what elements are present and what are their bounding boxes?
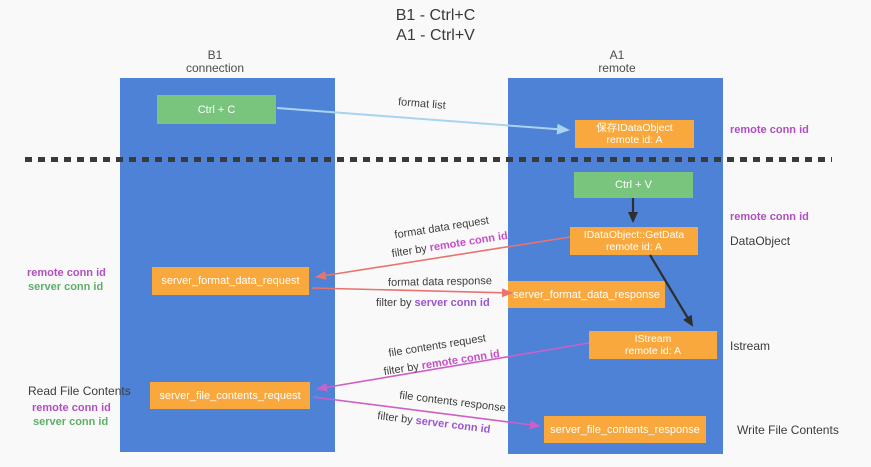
side-label-remote-conn-id-left-2: remote conn id bbox=[32, 402, 111, 414]
node-istream-line1: IStream bbox=[634, 332, 672, 345]
filter-server-conn-id-1: server conn id bbox=[414, 297, 490, 309]
side-label-read-file-contents: Read File Contents bbox=[28, 384, 131, 398]
node-ctrl-v: Ctrl + V bbox=[574, 172, 693, 198]
node-sfcresp-label: server_file_contents_response bbox=[550, 423, 700, 436]
side-label-write-file-contents: Write File Contents bbox=[737, 423, 839, 437]
side-label-server-conn-id-left-1: server conn id bbox=[28, 281, 104, 293]
filter-server-conn-id-2: server conn id bbox=[414, 414, 492, 436]
filter-by-prefix: filter by bbox=[382, 360, 423, 379]
node-ctrl-c: Ctrl + C bbox=[157, 95, 276, 124]
filter-by-prefix: filter by bbox=[376, 410, 417, 427]
node-save-idataobject-line1: 保存IDataObject bbox=[596, 121, 673, 134]
node-ctrl-v-label: Ctrl + V bbox=[615, 179, 652, 191]
node-getdata-line1: IDataObject::GetData bbox=[583, 228, 685, 241]
node-istream: IStream remote id: A bbox=[589, 331, 717, 359]
node-ctrl-c-label: Ctrl + C bbox=[197, 103, 236, 116]
page-title: B1 - Ctrl+C A1 - Ctrl+V bbox=[0, 6, 871, 46]
node-server-file-contents-response: server_file_contents_response bbox=[544, 416, 706, 443]
lifeline-b1-role: connection bbox=[185, 61, 245, 75]
side-label-istream: Istream bbox=[730, 339, 771, 353]
node-sfdresp-label: server_format_data_response bbox=[513, 288, 660, 301]
side-label-remote-conn-id-left-1: remote conn id bbox=[27, 267, 106, 279]
title-line-ctrl-v: A1 - Ctrl+V bbox=[396, 27, 475, 44]
filter-by-prefix: filter by bbox=[390, 242, 431, 261]
lifeline-header-b1: B1 connection bbox=[120, 49, 310, 75]
lifeline-a1-role: remote bbox=[598, 61, 636, 75]
filter-by-prefix: filter by bbox=[376, 297, 415, 309]
node-sfcreq-label: server_file_contents_request bbox=[159, 389, 301, 402]
arrow-label-filter-server-2: filter by server conn id bbox=[377, 410, 491, 436]
session-separator-line bbox=[25, 157, 832, 162]
node-save-idataobject: 保存IDataObject remote id: A bbox=[575, 120, 694, 148]
node-server-file-contents-request: server_file_contents_request bbox=[150, 382, 310, 409]
arrow-label-file-contents-response: file contents response bbox=[398, 389, 507, 415]
arrow-label-format-data-response: format data response bbox=[387, 275, 493, 289]
node-istream-line2: remote id: A bbox=[624, 345, 682, 357]
node-sfdreq-label: server_format_data_request bbox=[161, 275, 300, 287]
side-label-server-conn-id-left-2: server conn id bbox=[33, 416, 109, 428]
arrow-label-format-list: format list bbox=[397, 96, 447, 112]
title-line-ctrl-c: B1 - Ctrl+C bbox=[395, 7, 476, 24]
side-label-dataobject: DataObject bbox=[730, 234, 791, 248]
lifeline-b1-name: B1 bbox=[207, 48, 223, 62]
node-getdata-line2: remote id: A bbox=[605, 241, 663, 253]
format-data-response-arrow bbox=[311, 287, 513, 298]
node-server-format-data-response: server_format_data_response bbox=[508, 281, 665, 308]
arrow-label-filter-server-1: filter by server conn id bbox=[376, 297, 490, 309]
node-idataobject-getdata: IDataObject::GetData remote id: A bbox=[570, 227, 698, 255]
side-label-remote-conn-id-mid: remote conn id bbox=[730, 211, 809, 223]
side-label-remote-conn-id-top: remote conn id bbox=[730, 124, 809, 136]
node-save-idataobject-line2: remote id: A bbox=[606, 134, 663, 146]
lifeline-a1-name: A1 bbox=[609, 48, 625, 62]
node-server-format-data-request: server_format_data_request bbox=[152, 267, 309, 295]
lifeline-header-a1: A1 remote bbox=[522, 49, 712, 75]
